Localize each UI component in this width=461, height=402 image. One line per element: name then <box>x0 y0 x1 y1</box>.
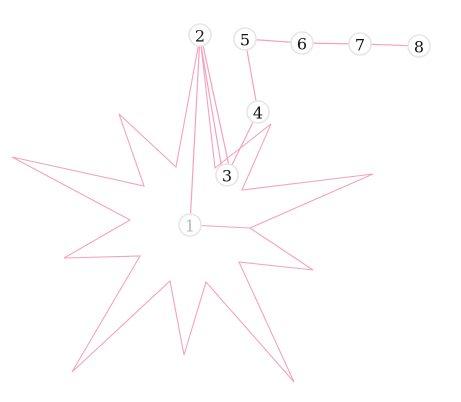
node-circle <box>246 100 270 124</box>
node-label: 6 <box>297 35 307 54</box>
node-4[interactable]: 4 <box>246 100 270 124</box>
node-label: 7 <box>355 36 365 55</box>
node-label: 3 <box>222 167 232 186</box>
node-1[interactable]: 1 <box>178 213 202 237</box>
edge-layer <box>189 34 420 226</box>
star-outline <box>11 36 374 383</box>
node-circle <box>407 34 431 58</box>
node-7[interactable]: 7 <box>348 32 372 56</box>
node-circle <box>188 23 212 47</box>
node-circle <box>290 31 314 55</box>
edge-4-5 <box>244 38 259 113</box>
edge-2-3 <box>198 34 224 176</box>
node-6[interactable]: 6 <box>290 31 314 55</box>
node-circle <box>233 27 257 51</box>
node-label: 5 <box>240 31 250 50</box>
edge-2-3 <box>200 34 232 176</box>
node-3[interactable]: 3 <box>215 163 239 187</box>
node-2[interactable]: 2 <box>188 23 212 47</box>
node-label: 8 <box>414 38 424 57</box>
node-label: 1 <box>185 217 195 236</box>
node-label: 4 <box>253 104 263 123</box>
node-circle <box>348 32 372 56</box>
edge-1-2 <box>189 34 201 226</box>
node-label: 2 <box>195 27 205 46</box>
node-circle <box>215 163 239 187</box>
node-layer: 1 2 3 4 5 6 7 8 <box>178 23 431 237</box>
node-8[interactable]: 8 <box>407 34 431 58</box>
node-circle <box>178 213 202 237</box>
node-5[interactable]: 5 <box>233 27 257 51</box>
